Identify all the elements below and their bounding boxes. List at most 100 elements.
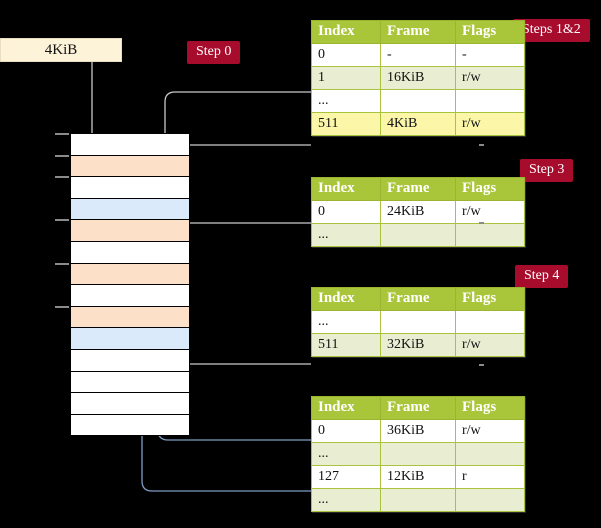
memory-frame-row <box>70 197 190 221</box>
cell-frame: - <box>380 43 456 67</box>
table-row[interactable]: 1 16KiB r/w <box>311 66 525 90</box>
cell-index: ... <box>311 442 381 466</box>
column-header-flags: Flags <box>455 177 525 201</box>
table-row[interactable]: 0 24KiB r/w <box>311 200 525 224</box>
table-edge-tick <box>479 222 484 224</box>
table-row[interactable]: 0 36KiB r/w <box>311 419 525 443</box>
memory-frame-row <box>70 219 190 242</box>
memory-frame-row <box>70 154 190 178</box>
cell-flags: r/w <box>455 333 525 357</box>
table-edge-tick <box>479 364 484 366</box>
cell-index: ... <box>311 223 381 247</box>
cell-flags: r <box>455 465 525 489</box>
wire-pd-entry511-to-memory <box>173 296 311 365</box>
cell-index: 127 <box>311 465 381 489</box>
source-frame-box: 4KiB <box>0 38 122 62</box>
badge-step-3: Step 3 <box>520 159 574 182</box>
cell-index: ... <box>311 310 381 334</box>
cell-frame: 24KiB <box>380 200 456 224</box>
memory-frame-row <box>70 392 190 415</box>
wire-pdpt-entry0-to-memory <box>179 222 311 259</box>
memory-frame-row <box>70 327 190 350</box>
cell-flags: r/w <box>455 419 525 443</box>
memory-boundary-tick <box>55 176 69 179</box>
cell-flags <box>455 89 525 113</box>
column-header-frame: Frame <box>380 287 456 311</box>
memory-boundary-tick <box>55 262 69 265</box>
table-header-row: Index Frame Flags <box>311 396 525 420</box>
badge-steps-1-2: Steps 1&2 <box>513 19 590 42</box>
table-edge-tick <box>479 144 484 146</box>
page-table-pt: Index Frame Flags 0 36KiB r/w ... 127 <box>311 396 525 512</box>
memory-frame-row <box>70 413 190 437</box>
page-table-pml4: Index Frame Flags 0 - - 1 16KiB r/w ... <box>311 20 525 136</box>
cell-index: ... <box>311 89 381 113</box>
badge-step-0: Step 0 <box>187 41 241 64</box>
column-header-index: Index <box>311 177 381 201</box>
table-row[interactable]: ... <box>311 488 525 512</box>
cell-index: 0 <box>311 43 381 67</box>
memory-frame-row <box>70 284 190 307</box>
table-row[interactable]: 511 4KiB r/w <box>311 112 525 136</box>
memory-boundary-tick <box>55 219 69 222</box>
cell-flags: r/w <box>455 66 525 90</box>
cell-frame: 12KiB <box>380 465 456 489</box>
table-row[interactable]: 511 32KiB r/w <box>311 333 525 357</box>
memory-frame-row <box>70 133 190 156</box>
cell-frame <box>380 488 456 512</box>
cell-flags <box>455 488 525 512</box>
page-table-pd: Index Frame Flags ... 511 32KiB r/w <box>311 287 525 357</box>
cell-index: ... <box>311 488 381 512</box>
table-row[interactable]: ... <box>311 89 525 113</box>
cell-index: 0 <box>311 200 381 224</box>
cell-frame <box>380 89 456 113</box>
table-row[interactable]: ... <box>311 442 525 466</box>
cell-index: 1 <box>311 66 381 90</box>
table-header-row: Index Frame Flags <box>311 287 525 311</box>
column-header-frame: Frame <box>380 396 456 420</box>
cell-flags: r/w <box>455 112 525 136</box>
cell-flags <box>455 223 525 247</box>
wire-pml4-entry511-to-memory <box>179 144 311 216</box>
column-header-index: Index <box>311 396 381 420</box>
memory-boundary-tick <box>55 133 69 135</box>
cell-frame <box>380 310 456 334</box>
memory-boundary-tick <box>55 305 69 308</box>
memory-boundary-tick <box>55 154 69 157</box>
cell-frame: 32KiB <box>380 333 456 357</box>
badge-step-4: Step 4 <box>515 265 569 288</box>
cell-frame <box>380 223 456 247</box>
column-header-frame: Frame <box>380 20 456 44</box>
memory-frame-row <box>70 241 190 264</box>
memory-frame-row <box>70 305 190 329</box>
cell-flags <box>455 310 525 334</box>
column-header-flags: Flags <box>455 287 525 311</box>
cell-frame: 16KiB <box>380 66 456 90</box>
column-header-index: Index <box>311 20 381 44</box>
column-header-flags: Flags <box>455 20 525 44</box>
table-row[interactable]: 0 - - <box>311 43 525 67</box>
column-header-flags: Flags <box>455 396 525 420</box>
table-row[interactable]: ... <box>311 223 525 247</box>
cell-index: 511 <box>311 112 381 136</box>
cell-frame <box>380 442 456 466</box>
table-row[interactable]: ... <box>311 310 525 334</box>
memory-frame-row <box>70 176 190 199</box>
cell-flags: - <box>455 43 525 67</box>
column-header-frame: Frame <box>380 177 456 201</box>
table-row[interactable]: 127 12KiB r <box>311 465 525 489</box>
cell-frame: 36KiB <box>380 419 456 443</box>
cell-flags: r/w <box>455 200 525 224</box>
table-header-row: Index Frame Flags <box>311 20 525 44</box>
memory-frame-row <box>70 349 190 372</box>
cell-flags <box>455 442 525 466</box>
memory-frame-row <box>70 370 190 394</box>
cell-index: 0 <box>311 419 381 443</box>
table-header-row: Index Frame Flags <box>311 177 525 201</box>
cell-frame: 4KiB <box>380 112 456 136</box>
cell-index: 511 <box>311 333 381 357</box>
source-frame-label: 4KiB <box>44 41 78 58</box>
column-header-index: Index <box>311 287 381 311</box>
physical-memory-column <box>70 133 190 437</box>
